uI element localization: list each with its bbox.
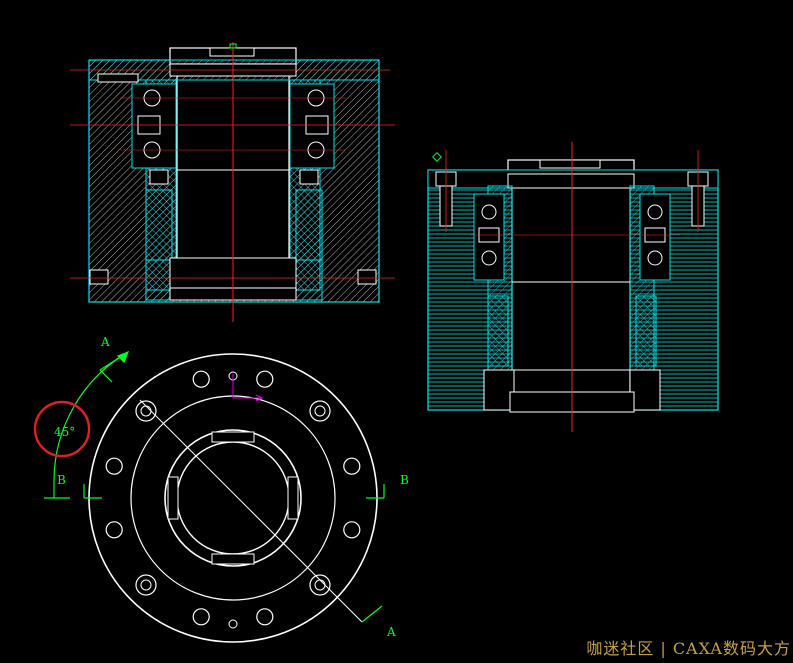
flange-view [88,353,378,643]
watermark-left: 咖迷社区 [586,639,655,658]
section-view-right [427,142,719,432]
section-label-a-bottom: A [386,625,396,639]
bolt-hole [105,521,123,539]
bolt-hole [192,370,210,388]
watermark-right: CAXA数码大方 [672,639,791,658]
bolt-hole [343,457,361,475]
dimensions [44,350,385,623]
bolt-hole [256,370,274,388]
section-label-b-left: B [57,473,66,487]
angle-highlight-circle [33,400,91,458]
watermark-separator: | [660,639,667,658]
bolt-holes [105,370,361,626]
bolt-hole [256,608,274,626]
bolt-hole [343,521,361,539]
section-label-a-top: A [100,335,110,349]
bolt-hole [192,608,210,626]
section-view-left [70,42,395,322]
section-label-b-right: B [400,473,409,487]
watermark: 咖迷社区 | CAXA数码大方 [586,635,791,659]
bolt-hole [105,457,123,475]
angle-dimension-label: 45° [54,425,75,439]
